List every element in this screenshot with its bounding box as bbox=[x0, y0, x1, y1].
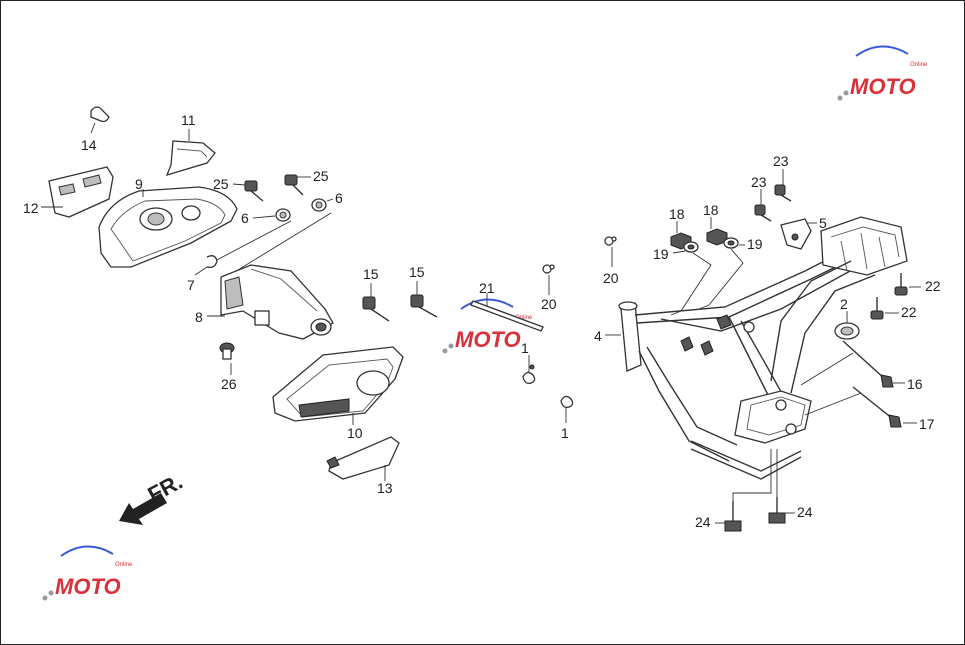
part-6-grommet bbox=[232, 198, 334, 274]
callout-9: 9 bbox=[135, 176, 143, 192]
callout-25: 25 bbox=[313, 168, 329, 184]
watermark-subtext: Online bbox=[115, 562, 133, 568]
part-15-bolt bbox=[410, 281, 438, 318]
callout-22: 22 bbox=[925, 278, 941, 294]
part-5-plate bbox=[780, 218, 817, 250]
part-7-clip bbox=[194, 255, 218, 276]
callout-8: 8 bbox=[195, 309, 203, 325]
callout-4: 4 bbox=[594, 328, 602, 344]
callout-20: 20 bbox=[541, 296, 557, 312]
front-direction-indicator: FR. bbox=[119, 469, 187, 525]
callout-16: 15 bbox=[409, 264, 425, 280]
part-23-bolt bbox=[774, 169, 792, 202]
callout-23: 23 bbox=[751, 174, 767, 190]
watermark-text: MOTO bbox=[55, 574, 121, 599]
callout-1: 1 bbox=[561, 425, 569, 441]
part-13-trim bbox=[326, 436, 400, 481]
part-15-bolt bbox=[362, 283, 390, 322]
part-26-screw bbox=[219, 342, 235, 375]
part-4-frame bbox=[605, 216, 908, 480]
callout-1: 1 bbox=[521, 340, 529, 356]
callout-labels: 1 1 2 4 5 6 6 7 8 9 10 11 12 13 14 15 15… bbox=[23, 112, 941, 530]
callout-12: 12 bbox=[23, 200, 39, 216]
part-9-headlight-housing bbox=[98, 186, 238, 268]
callout-6: 6 bbox=[241, 210, 249, 226]
part-2-grommet bbox=[834, 311, 860, 340]
watermark-subtext: Online bbox=[515, 315, 533, 321]
callout-13: 13 bbox=[377, 480, 393, 496]
callout-24: 24 bbox=[695, 514, 711, 530]
callout-19: 19 bbox=[653, 246, 669, 262]
callout-17: 17 bbox=[919, 416, 935, 432]
part-14-clip bbox=[90, 106, 110, 134]
part-22-bolt bbox=[894, 273, 921, 296]
callout-16: 16 bbox=[907, 376, 923, 392]
part-17-long-bolt bbox=[804, 386, 917, 428]
callout-24: 24 bbox=[797, 504, 813, 520]
callout-20: 20 bbox=[603, 270, 619, 286]
part-19-washer bbox=[670, 241, 712, 316]
callout-11: 11 bbox=[181, 112, 196, 128]
watermark-text: MOTO bbox=[455, 327, 521, 352]
callout-5: 5 bbox=[819, 215, 827, 231]
front-arrow-icon bbox=[119, 493, 167, 525]
part-8-headlight-unit bbox=[207, 264, 334, 340]
callout-6: 6 bbox=[335, 190, 343, 206]
part-23-bolt bbox=[754, 189, 772, 222]
part-21-tube bbox=[470, 293, 544, 332]
watermark-subtext: Online bbox=[910, 62, 928, 68]
part-19-washer bbox=[698, 237, 745, 310]
part-20-plug bbox=[542, 264, 555, 295]
callout-25: 25 bbox=[213, 176, 229, 192]
callout-18: 18 bbox=[703, 202, 719, 218]
callout-10: 10 bbox=[347, 425, 363, 441]
part-24-bolt bbox=[715, 449, 772, 532]
part-25-bolt bbox=[232, 180, 264, 202]
part-12-cover bbox=[41, 166, 114, 218]
watermark-logo-top: MOTO Online bbox=[837, 45, 928, 101]
callout-14: 14 bbox=[81, 137, 97, 153]
callout-21: 21 bbox=[479, 280, 495, 296]
part-1-clip bbox=[560, 395, 574, 423]
watermark-logo-mid: MOTO Online bbox=[442, 298, 533, 354]
part-24-bolt bbox=[768, 449, 795, 524]
callout-15: 15 bbox=[363, 266, 379, 282]
part-10-lower-cover bbox=[272, 346, 404, 425]
callout-18: 18 bbox=[669, 206, 685, 222]
part-20-plug bbox=[604, 236, 617, 267]
part-1-clip bbox=[522, 355, 536, 385]
part-25-bolt bbox=[284, 174, 311, 196]
part-22-bolt bbox=[870, 297, 899, 320]
part-6-grommet bbox=[210, 208, 292, 264]
callout-26: 26 bbox=[221, 376, 237, 392]
part-18-nut bbox=[706, 217, 728, 246]
watermark-logo-bottom: MOTO Online bbox=[42, 545, 133, 601]
callout-23: 23 bbox=[773, 153, 789, 169]
callout-2: 2 bbox=[840, 296, 848, 312]
part-16-long-bolt bbox=[800, 340, 905, 388]
watermark-text: MOTO bbox=[850, 74, 916, 99]
callout-19: 19 bbox=[747, 236, 763, 252]
callout-7: 7 bbox=[187, 277, 195, 293]
part-11-bracket bbox=[165, 129, 216, 177]
callout-22: 22 bbox=[901, 304, 917, 320]
